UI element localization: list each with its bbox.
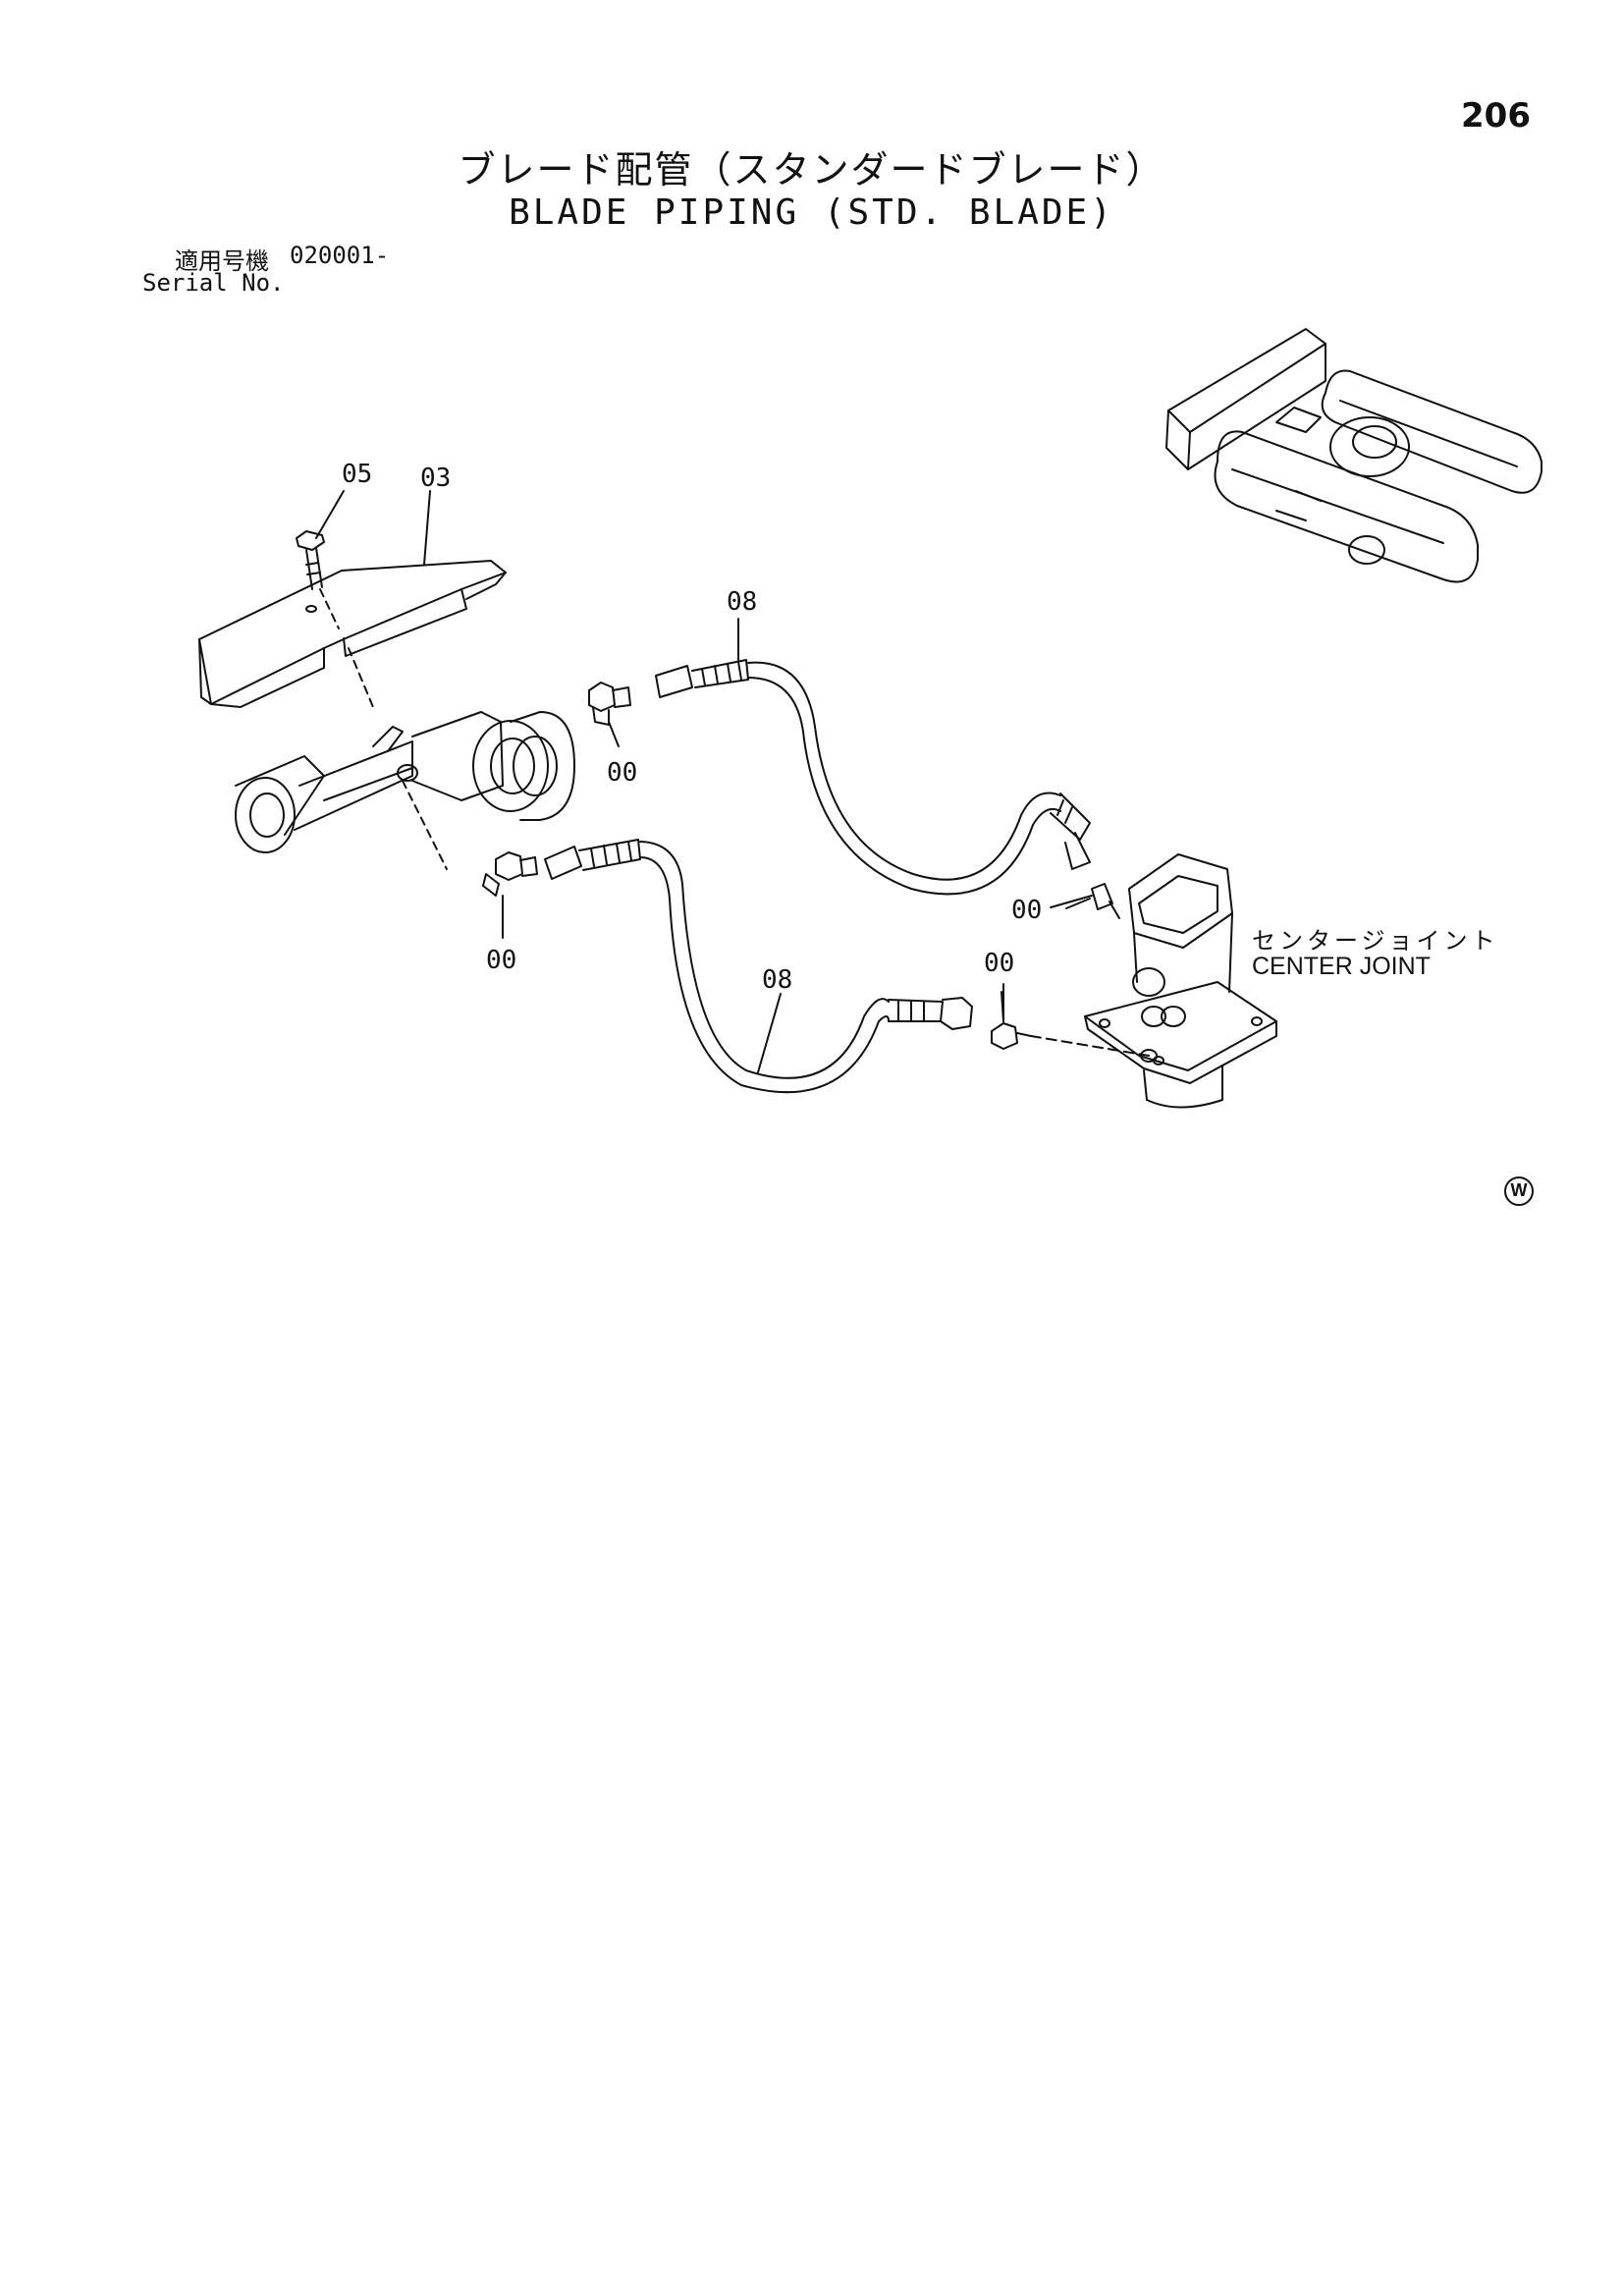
serial-value: 020001-	[290, 242, 390, 269]
title-japanese: ブレード配管（スタンダードブレード）	[458, 148, 1165, 191]
excavator-overview-drawing	[1165, 328, 1542, 583]
center-joint-label-english: CENTER JOINT	[1252, 953, 1431, 980]
callout-08-upper: 08	[727, 587, 758, 617]
callout-00-right-lower: 00	[984, 949, 1015, 978]
serial-label-english: Serial No.	[142, 269, 285, 297]
elbow-fitting-lower-drawing	[482, 851, 538, 897]
bolt-drawing	[296, 530, 374, 708]
hose-upper-drawing	[655, 659, 1091, 896]
page-number: 206	[1461, 96, 1531, 136]
title-english: BLADE PIPING (STD. BLADE)	[509, 192, 1114, 233]
callout-00-upper: 00	[607, 758, 638, 788]
callout-08-lower: 08	[762, 965, 793, 995]
center-joint-drawing	[1084, 853, 1277, 1109]
w-circle-icon: W	[1504, 1176, 1534, 1206]
callout-00-lower: 00	[486, 946, 517, 975]
cover-plate-drawing	[198, 560, 507, 708]
callout-05: 05	[342, 460, 373, 489]
callout-03: 03	[420, 464, 452, 493]
callout-00-right: 00	[1011, 896, 1043, 925]
serial-label-japanese: 適用号機	[175, 247, 269, 275]
elbow-fitting-upper-drawing	[588, 682, 631, 726]
center-joint-label-japanese: センタージョイント	[1252, 927, 1499, 955]
hose-lower-drawing	[544, 839, 973, 1094]
blade-cylinder-drawing	[235, 711, 575, 870]
callout-leaders	[315, 490, 1093, 1073]
